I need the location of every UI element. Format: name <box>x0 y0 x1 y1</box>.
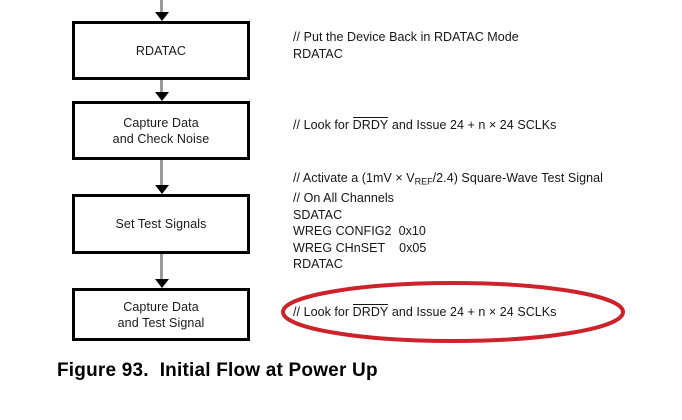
annotation-line: SDATAC <box>293 207 603 224</box>
annotation-text: // Put the Device Back in RDATAC Mode <box>293 30 519 44</box>
annotation-text: // On All Channels <box>293 191 394 206</box>
annotation-line: // Activate a (1mV × VREF/2.4) Square-Wa… <box>293 170 603 190</box>
annotation-line: WREG CONFIG2 0x10 <box>293 223 603 240</box>
flow-box-set-test-signals[interactable]: Set Test Signals <box>72 194 250 254</box>
connector-stem <box>160 80 163 92</box>
connector-stem <box>160 160 163 185</box>
arrowhead-icon <box>155 92 169 101</box>
annotation-text: SDATAC <box>293 207 343 222</box>
annotation-text: RDATAC <box>293 46 343 61</box>
active-low-signal-label: DRDY <box>352 117 389 132</box>
arrowhead-icon <box>155 279 169 288</box>
annotation-line: // On All Channels <box>293 190 603 207</box>
flow-box-label: Set Test Signals <box>115 217 207 231</box>
flow-box-label: RDATAC <box>135 43 187 58</box>
annotation-text: WREG CHnSET 0x05 <box>293 240 427 255</box>
annotation-line: WREG CHnSET 0x05 <box>293 240 603 257</box>
flow-box-label: Capture Data and Check Noise <box>112 115 210 146</box>
connector-stem <box>160 254 163 279</box>
annotation-text: /2.4) Square-Wave Test Signal <box>432 171 603 185</box>
flow-box-label: Capture Data and Test Signal <box>117 299 205 330</box>
annotation-check-noise-note: // Look for DRDY and Issue 24 + n × 24 S… <box>293 117 556 134</box>
flow-box-rdatac[interactable]: RDATAC <box>72 21 250 80</box>
annotation-line: // Look for DRDY and Issue 24 + n × 24 S… <box>293 117 556 134</box>
connector-arrow-1 <box>155 80 169 101</box>
subscript-label: REF <box>414 176 433 187</box>
annotation-line: RDATAC <box>293 256 603 273</box>
arrowhead-icon <box>155 185 169 194</box>
annotation-text: // Look for <box>293 118 353 132</box>
annotation-text: and Issue 24 + n × 24 SCLKs <box>388 118 557 132</box>
annotation-text: // Activate a (1mV × V <box>293 171 415 185</box>
annotation-line: RDATAC <box>293 46 519 63</box>
flow-box-capture-test-signal[interactable]: Capture Data and Test Signal <box>72 288 250 341</box>
annotation-line: // Look for DRDY and Issue 24 + n × 24 S… <box>293 304 556 321</box>
annotation-set-test-signals-note: // Activate a (1mV × VREF/2.4) Square-Wa… <box>293 170 603 273</box>
annotation-text: RDATAC <box>293 257 343 272</box>
arrowhead-icon <box>155 12 169 21</box>
connector-arrow-incoming <box>155 0 169 21</box>
connector-stem <box>160 0 163 12</box>
annotation-text: // Look for <box>293 305 353 319</box>
connector-arrow-3 <box>155 254 169 288</box>
connector-arrow-2 <box>155 160 169 194</box>
annotation-line: // Put the Device Back in RDATAC Mode <box>293 29 519 46</box>
annotation-text: and Issue 24 + n × 24 SCLKs <box>388 305 557 319</box>
annotation-text: WREG CONFIG2 0x10 <box>293 224 426 239</box>
active-low-signal-label: DRDY <box>352 304 389 319</box>
figure-caption: Figure 93. Initial Flow at Power Up <box>57 360 378 381</box>
annotation-test-signal-note: // Look for DRDY and Issue 24 + n × 24 S… <box>293 304 556 321</box>
flow-box-capture-check-noise[interactable]: Capture Data and Check Noise <box>72 101 250 160</box>
